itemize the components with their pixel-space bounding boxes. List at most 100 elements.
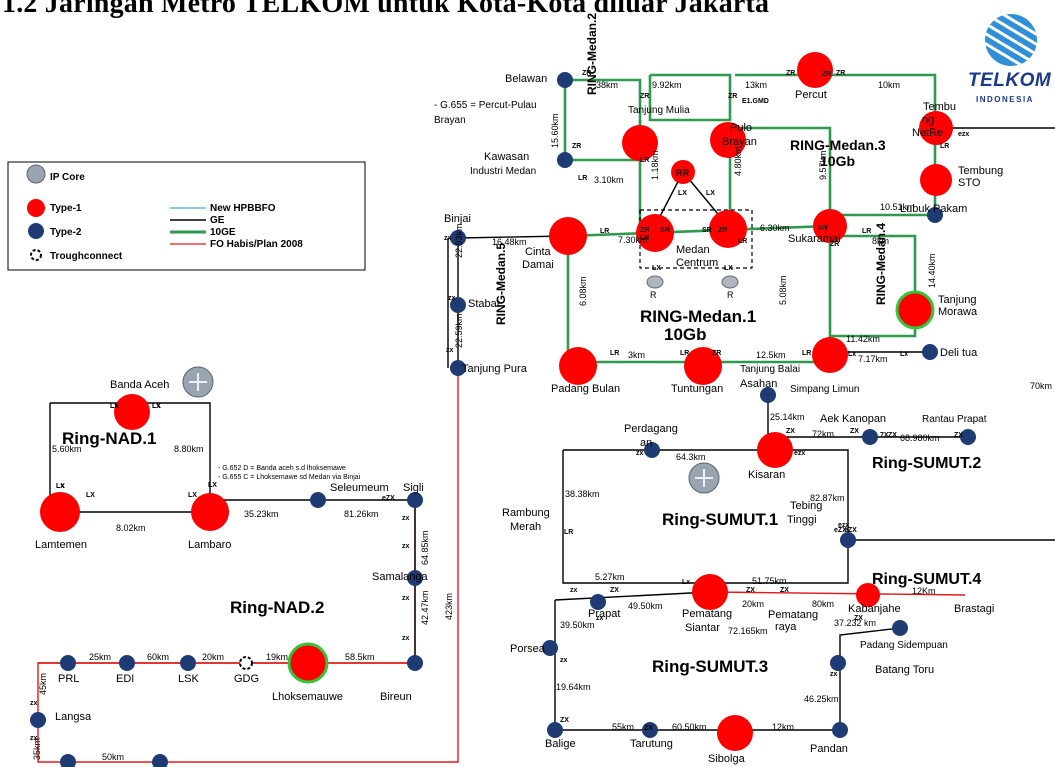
type1-node-9 xyxy=(559,347,597,385)
distance-label: 42.47km xyxy=(420,590,430,625)
node-label: an xyxy=(640,437,652,449)
distance-label: 64.3km xyxy=(676,452,706,462)
node-label: GDG xyxy=(234,673,259,685)
legend-node-label: IP Core xyxy=(50,172,85,183)
port-label: Lx xyxy=(900,351,908,358)
note-nad-line: - G.655 C = Lhoksemawe sd Medan via Binj… xyxy=(218,474,361,481)
type2-node-1 xyxy=(557,152,573,168)
node-label: LSK xyxy=(178,673,199,685)
port-label: LX xyxy=(110,403,119,410)
type2-node-24 xyxy=(60,754,76,767)
type1-node-0 xyxy=(549,217,587,255)
page-title: 1.2 Jaringan Metro TELKOM untuk Kota-Kot… xyxy=(2,0,770,19)
telkom-logo: TELKOM INDONESIA xyxy=(968,8,1054,108)
distance-label: 81.26km xyxy=(344,509,379,519)
ring-label: RING-Medan.4 xyxy=(874,223,888,305)
type2-node-8 xyxy=(644,442,660,458)
distance-label: 10.51km xyxy=(880,202,915,212)
node-label: Porsea xyxy=(510,643,546,655)
node-label: Tanjung xyxy=(938,294,977,306)
type1-node-10 xyxy=(684,347,722,385)
type1-node-1 xyxy=(622,125,658,161)
type1-node-6 xyxy=(813,209,847,243)
distance-label: 70km xyxy=(1030,381,1052,391)
ip-core-arrows xyxy=(695,469,713,487)
type1-node-18 xyxy=(717,715,753,751)
node-label: Deli tua xyxy=(940,347,978,359)
type2-node-18 xyxy=(407,570,423,586)
node-label: Balige xyxy=(545,738,576,750)
port-label: zx xyxy=(830,671,838,678)
node-label: Kisaran xyxy=(748,469,785,481)
port-label: 7X xyxy=(880,432,889,439)
port-label: Lx xyxy=(56,483,64,490)
port-label: ZR xyxy=(572,143,581,150)
distance-label: 3km xyxy=(628,350,645,360)
node-label: Simpang Limun xyxy=(790,384,859,395)
type1-node-19 xyxy=(856,583,880,607)
legend-node-label: Type-2 xyxy=(50,227,82,238)
port-label: SR xyxy=(660,227,670,234)
node-label: Merah xyxy=(510,521,541,533)
port-label: ZR xyxy=(830,241,839,248)
distance-label: 20km xyxy=(202,652,224,662)
distance-label: 19.64km xyxy=(556,682,591,692)
distance-label: 35.23km xyxy=(244,509,279,519)
link-20 xyxy=(554,591,711,601)
distance-label: 9.92km xyxy=(652,80,682,90)
port-label: LX xyxy=(188,492,197,499)
port-label: LX xyxy=(152,403,161,410)
port-label: ZX xyxy=(888,432,897,439)
port-label: ZR xyxy=(640,227,649,234)
network-labels: RING-Medan.110GbRING-Medan.2RING-Medan.3… xyxy=(30,13,1052,765)
distance-label: 60.50km xyxy=(672,722,707,732)
type2-node-12 xyxy=(590,594,606,610)
legend-node-label: Troughconnect xyxy=(50,251,123,262)
ring-label: 10Gb xyxy=(664,325,707,344)
node-label: Tarutung xyxy=(630,738,673,750)
type2-node-17 xyxy=(407,492,423,508)
node-label: Belawan xyxy=(505,73,547,85)
port-label: eZX xyxy=(834,527,847,534)
port-label: ZR xyxy=(640,93,649,100)
node-label: Tuntungan xyxy=(671,383,723,395)
type2-node-16 xyxy=(310,492,326,508)
node-label: Bireun xyxy=(380,691,412,703)
distance-label: 8.02km xyxy=(116,523,146,533)
node-label: Tanjung Balai xyxy=(740,364,800,375)
network-nodes xyxy=(30,52,976,767)
port-label: zx xyxy=(636,450,644,457)
distance-label: 35km xyxy=(32,738,42,760)
distance-label: 7.17km xyxy=(858,354,888,364)
port-label: LR xyxy=(640,157,649,164)
port-label: LR xyxy=(578,175,587,182)
port-label: LR xyxy=(738,238,747,245)
ring-label: Ring-SUMUT.4 xyxy=(872,571,981,588)
node-label: Pematang xyxy=(682,608,732,620)
note-top-line: - G.655 = Percut-Pulau xyxy=(434,100,537,111)
distance-label: 6.08km xyxy=(578,276,588,306)
type2-node-9 xyxy=(862,429,878,445)
type1-node-8 xyxy=(709,210,747,248)
troughconnect-node xyxy=(239,656,253,670)
port-label: ZR xyxy=(582,70,591,77)
distance-label: 58.5km xyxy=(345,652,375,662)
node-label: Rantau Prapat xyxy=(922,414,987,425)
node-label: Lhoksemauwe xyxy=(272,691,343,703)
port-label: zx xyxy=(30,735,38,742)
node-label: R xyxy=(650,290,657,300)
type2-node-19 xyxy=(407,655,423,671)
node-label: Tanjung Mulia xyxy=(628,105,690,116)
node-label: Lamtemen xyxy=(35,539,87,551)
distance-label: 15.60km xyxy=(550,113,560,148)
link-2 xyxy=(648,73,732,122)
port-label: ezx xyxy=(958,131,969,138)
type2-node-21 xyxy=(119,655,135,671)
type2-node-20 xyxy=(180,655,196,671)
distance-label: 11.42km xyxy=(846,334,880,344)
type2-node-11 xyxy=(840,532,856,548)
port-label: ZR xyxy=(836,70,845,77)
distance-label: 12km xyxy=(772,722,794,732)
type2-node-5 xyxy=(927,207,943,223)
